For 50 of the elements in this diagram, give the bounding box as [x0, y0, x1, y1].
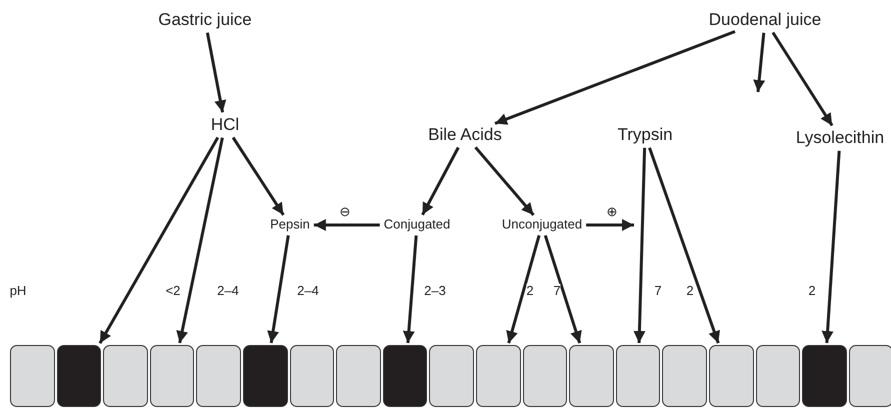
- cell-block: [569, 345, 614, 407]
- arrow: [206, 32, 226, 113]
- arrow: [176, 137, 224, 344]
- cell-block: [709, 345, 754, 407]
- cell-block: [476, 345, 520, 407]
- cell-block: [196, 345, 241, 407]
- arrow: [494, 30, 736, 125]
- cell-block: [243, 345, 288, 407]
- arrow: [544, 234, 582, 344]
- cell-block: [290, 345, 334, 407]
- node-label: Unconjugated: [500, 216, 584, 234]
- cell-block: [429, 345, 474, 407]
- cell-block: [616, 345, 660, 407]
- cell-block: [10, 345, 54, 407]
- arrow: [586, 219, 634, 231]
- arrow: [98, 136, 220, 344]
- arrow: [753, 32, 766, 92]
- node-label: Conjugated: [382, 216, 452, 234]
- arrow: [772, 32, 834, 126]
- node-label: Pepsin: [268, 216, 312, 234]
- arrow: [232, 136, 285, 216]
- arrow: [822, 150, 841, 344]
- cell-block: [56, 345, 102, 407]
- node-label: HCl: [208, 114, 242, 136]
- node-label: Trypsin: [615, 124, 675, 146]
- cell-block: [802, 345, 847, 407]
- node-label: Gastric juice: [156, 9, 254, 31]
- cell-block: [382, 345, 428, 407]
- edge-label: ⊕: [606, 204, 618, 220]
- cell-block: [103, 345, 148, 407]
- cell-block: [522, 345, 568, 407]
- cell-block: [662, 345, 707, 407]
- cell-block: [336, 345, 381, 407]
- arrow: [474, 146, 535, 216]
- arrow: [314, 219, 380, 231]
- arrow: [633, 148, 646, 344]
- arrow: [402, 235, 418, 344]
- node-label: Duodenal juice: [706, 9, 824, 31]
- arrow: [648, 147, 720, 344]
- arrow: [267, 235, 290, 344]
- ph-label: pH: [10, 284, 26, 298]
- node-label: Bile Acids: [426, 124, 504, 146]
- arrow: [506, 235, 541, 344]
- node-label: Lysolecithin: [794, 127, 886, 149]
- edge-label: ⊖: [340, 204, 350, 220]
- cell-block: [756, 345, 800, 407]
- cell-block: [150, 345, 194, 407]
- edge-label: 2–3: [424, 284, 446, 298]
- arrow: [421, 146, 460, 216]
- cell-block: [848, 345, 891, 407]
